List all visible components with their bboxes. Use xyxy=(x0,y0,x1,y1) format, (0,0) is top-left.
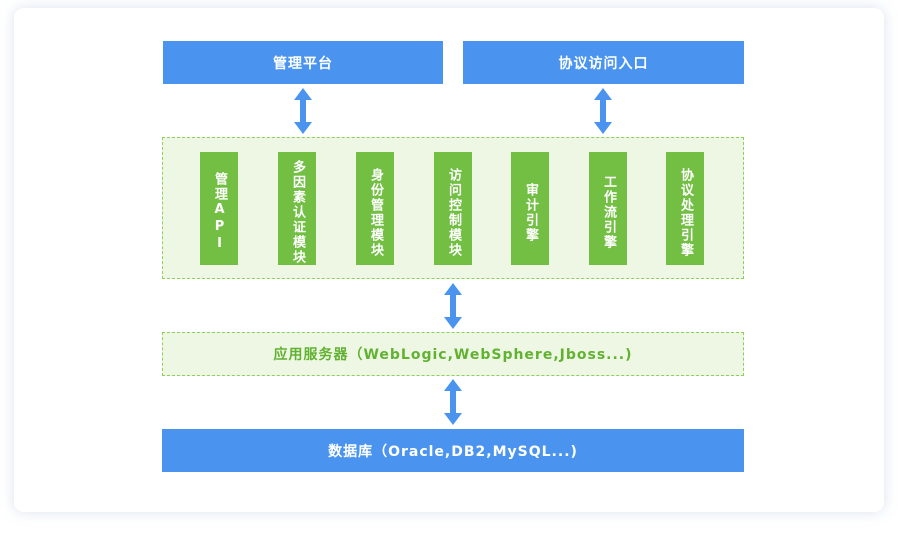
module-label: 身份管理模块 xyxy=(368,167,383,258)
module-label: 工作流引擎 xyxy=(601,175,616,250)
module-audit-engine: 审计引擎 xyxy=(511,152,549,265)
module-label: 协议处理引擎 xyxy=(678,167,693,258)
module-identity: 身份管理模块 xyxy=(356,152,394,265)
module-admin-api: 管理API xyxy=(200,152,238,265)
module-label: 访问控制模块 xyxy=(446,167,461,258)
module-label: 管理API xyxy=(212,172,227,253)
double-arrow-icon xyxy=(294,88,312,134)
double-arrow-icon xyxy=(594,88,612,134)
module-access-control: 访问控制模块 xyxy=(434,152,472,265)
protocol-entry-label: 协议访问入口 xyxy=(558,55,649,72)
module-protocol-engine: 协议处理引擎 xyxy=(666,152,704,265)
protocol-entry-box: 协议访问入口 xyxy=(463,41,744,84)
app-server-panel: 应用服务器（WebLogic,WebSphere,Jboss...) xyxy=(162,332,744,376)
module-workflow-engine: 工作流引擎 xyxy=(589,152,627,265)
admin-platform-box: 管理平台 xyxy=(163,41,443,84)
module-mfa: 多因素认证模块 xyxy=(278,152,316,265)
app-server-label: 应用服务器（WebLogic,WebSphere,Jboss...) xyxy=(273,347,633,363)
double-arrow-icon xyxy=(444,283,462,329)
module-label: 多因素认证模块 xyxy=(290,160,305,265)
admin-platform-label: 管理平台 xyxy=(273,55,333,72)
double-arrow-icon xyxy=(444,379,462,425)
database-box: 数据库（Oracle,DB2,MySQL...) xyxy=(162,429,744,472)
module-label: 审计引擎 xyxy=(523,182,538,243)
database-label: 数据库（Oracle,DB2,MySQL...) xyxy=(328,443,578,460)
